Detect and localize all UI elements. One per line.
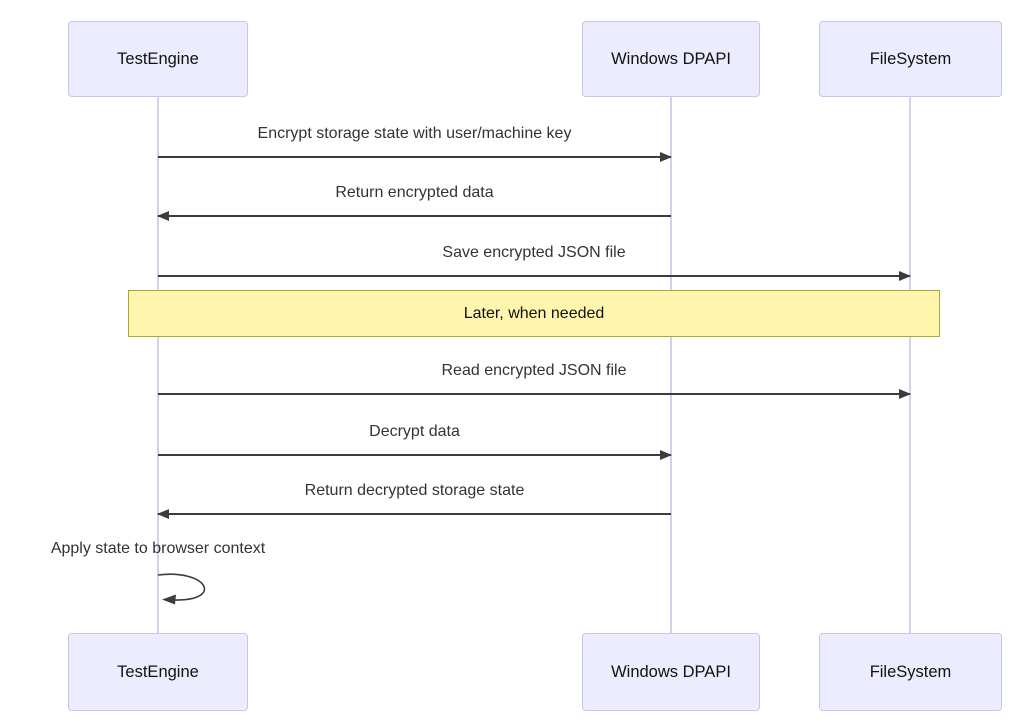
actor-label: FileSystem: [869, 49, 952, 68]
message-line: [158, 389, 911, 399]
message-line: [157, 211, 671, 221]
actor-top-filesystem: FileSystem: [819, 21, 1002, 97]
actor-top-windows-dpapi: Windows DPAPI: [582, 21, 760, 97]
actor-label: FileSystem: [869, 662, 952, 681]
arrowhead-right-icon: [899, 271, 911, 281]
message-line: [158, 152, 672, 162]
message-label: Save encrypted JSON file: [442, 244, 626, 261]
arrowhead-right-icon: [660, 450, 672, 460]
note-later-when-needed: Later, when needed: [128, 290, 940, 337]
message-label: Encrypt storage state with user/machine …: [257, 125, 572, 142]
arrowhead-left-icon: [157, 211, 169, 221]
self-loop-arrow: [157, 573, 206, 605]
message-apply-state-label: Apply state to browser context: [50, 540, 266, 557]
arrowhead-right-icon: [660, 152, 672, 162]
message-label: Return decrypted storage state: [304, 482, 525, 499]
actor-label: TestEngine: [117, 49, 199, 68]
lifeline-testengine: [157, 97, 159, 634]
message-label: Decrypt data: [369, 423, 460, 440]
message-label: Read encrypted JSON file: [441, 362, 627, 379]
lifeline-windows-dpapi: [670, 97, 672, 634]
actor-bottom-windows-dpapi: Windows DPAPI: [582, 633, 760, 711]
arrowhead-left-icon: [157, 509, 169, 519]
note-label: Later, when needed: [463, 304, 605, 322]
message-label: Return encrypted data: [335, 184, 494, 201]
lifeline-filesystem: [909, 97, 911, 634]
actor-bottom-filesystem: FileSystem: [819, 633, 1002, 711]
actor-top-testengine: TestEngine: [68, 21, 248, 97]
actor-label: Windows DPAPI: [611, 662, 731, 681]
actor-label: TestEngine: [117, 662, 199, 681]
message-line: [158, 450, 672, 460]
message-line: [158, 271, 911, 281]
actor-label: Windows DPAPI: [611, 49, 731, 68]
arrowhead-right-icon: [899, 389, 911, 399]
message-line: [157, 509, 671, 519]
actor-bottom-testengine: TestEngine: [68, 633, 248, 711]
